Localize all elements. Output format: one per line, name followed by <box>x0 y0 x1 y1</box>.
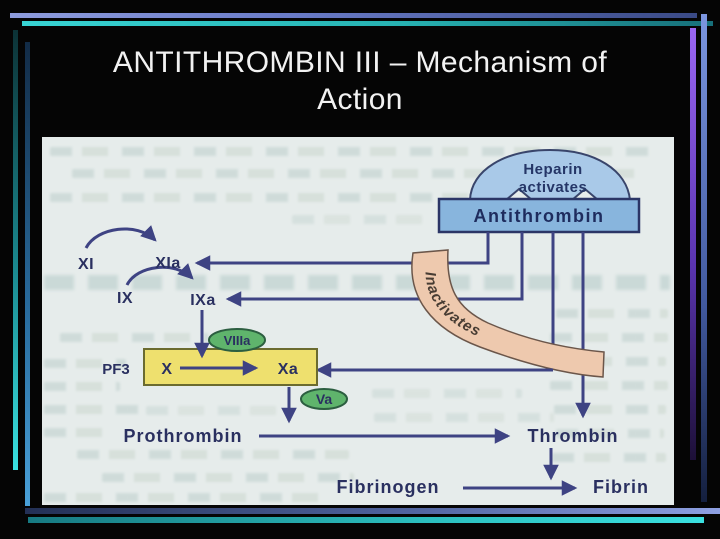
ghost-bleed-through-text <box>146 406 286 415</box>
bottom-blue-border-line <box>25 508 720 514</box>
arrow-ix-to-ixa <box>125 263 194 286</box>
cofactor-viiia-label: VIIIa <box>224 333 252 348</box>
ghost-bleed-through-text <box>550 333 668 342</box>
ghost-bleed-through-text <box>554 357 666 366</box>
diagram-panel: Heparin activates Antithrombin Inactivat… <box>42 137 674 505</box>
ghost-bleed-through-text <box>554 405 666 414</box>
heparin-dome-shape <box>468 148 632 201</box>
ghost-bleed-through-text <box>292 215 432 224</box>
top-teal-border-line <box>22 21 713 26</box>
slide-title-line1: ANTITHROMBIN III – Mechanism of <box>112 46 608 79</box>
ghost-bleed-through-text <box>44 382 120 391</box>
ghost-bleed-through-text <box>550 381 668 390</box>
factor-ix-label: IX <box>117 290 133 307</box>
antithrombin-label: Antithrombin <box>474 206 605 226</box>
ghost-bleed-through-text <box>552 453 666 462</box>
factor-xi-label: XI <box>78 256 94 273</box>
bottom-teal-border-line <box>28 517 704 523</box>
left-blue-border-bar <box>25 42 30 506</box>
ghost-bleed-through-text <box>72 169 644 178</box>
ghost-bleed-through-text <box>44 493 326 502</box>
left-teal-border-bar <box>13 30 18 470</box>
ghost-bleed-through-text <box>77 450 349 459</box>
factor-ixa-label: IXa <box>190 292 216 309</box>
antithrombin-box <box>437 197 641 234</box>
ghost-bleed-through-text <box>102 473 354 482</box>
thrombin-label: Thrombin <box>528 426 619 446</box>
arrow-antithrombin-to-xia <box>194 232 490 271</box>
cofactor-va-ellipse <box>300 388 348 410</box>
factor-xia-label: XIa <box>155 255 181 272</box>
factor-x-label: X <box>161 361 172 378</box>
ghost-bleed-through-text <box>372 389 522 398</box>
slide-title: ANTITHROMBIN III – Mechanism of Action <box>40 44 680 118</box>
fibrinogen-label: Fibrinogen <box>337 477 440 497</box>
pf3-label: PF3 <box>102 361 130 378</box>
prothrombin-label: Prothrombin <box>124 426 243 446</box>
ghost-bleed-through-text <box>50 147 650 156</box>
top-blue-border-line <box>10 13 697 18</box>
ghost-bleed-through-text <box>556 309 668 318</box>
ghost-bleed-through-text <box>50 193 480 202</box>
ghost-bleed-through-text <box>44 428 116 437</box>
right-blue-border-bar <box>701 14 707 502</box>
ghost-bleed-through-text <box>44 275 670 290</box>
heparin-label-line2: activates <box>519 179 588 196</box>
coagulation-cascade-diagram: Heparin activates Antithrombin Inactivat… <box>78 148 649 497</box>
ghost-bleed-through-text <box>556 429 664 438</box>
fibrin-label: Fibrin <box>593 477 649 497</box>
right-purple-border-bar <box>690 28 696 460</box>
inactivates-band <box>411 249 605 378</box>
heparin-label-line1: Heparin <box>523 161 582 178</box>
cofactor-va-label: Va <box>316 391 333 407</box>
arrow-antithrombin-to-ixa <box>225 232 524 307</box>
factor-xa-label: Xa <box>278 361 299 378</box>
ghost-bleed-through-text <box>374 413 554 422</box>
ghost-bleed-through-text <box>44 359 126 368</box>
slide-title-line2: Action <box>317 83 403 116</box>
ghost-bleed-through-text <box>60 333 208 342</box>
arrow-xi-to-xia <box>84 225 157 249</box>
cofactor-viiia-ellipse <box>208 328 266 352</box>
ghost-bleed-through-text <box>44 405 140 414</box>
